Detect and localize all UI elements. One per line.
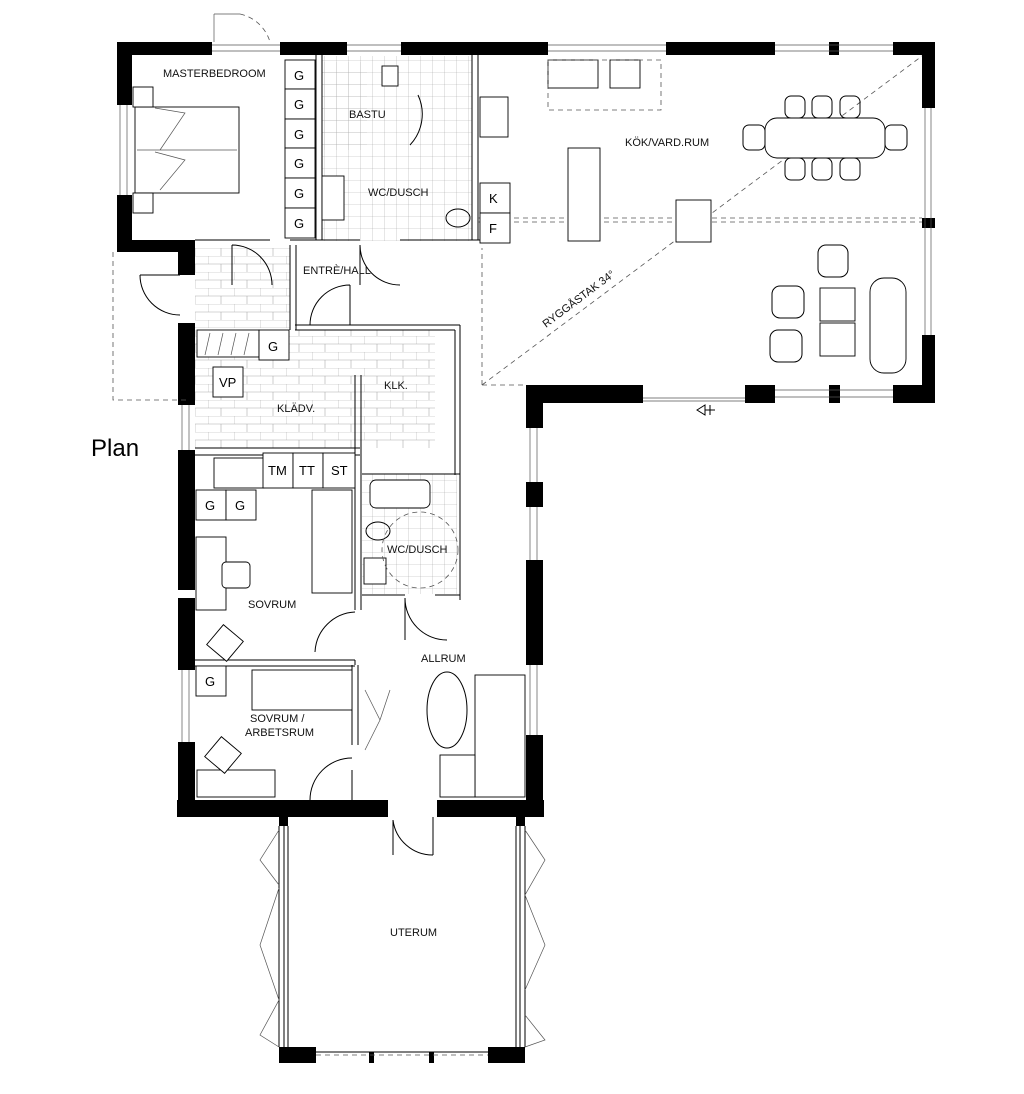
code-g: G: [205, 498, 215, 513]
doors: [139, 94, 448, 856]
exterior-walls: [117, 42, 935, 817]
storage-units: G G G G G G K F G VP TM TT ST G G G: [195, 59, 511, 697]
furniture: [132, 59, 908, 798]
code-tt: TT: [299, 463, 315, 478]
code-f: F: [489, 221, 497, 236]
label-allrum: ALLRUM: [421, 653, 466, 665]
label-kok-vardrum: KÖK/VARD.RUM: [625, 137, 709, 149]
code-g: G: [294, 186, 304, 201]
code-g: G: [294, 127, 304, 142]
hall-bricks: [195, 248, 290, 328]
windows: [119, 13, 932, 742]
uterum-structure: [259, 817, 546, 1063]
label-wc-dusch-1: WC/DUSCH: [368, 187, 429, 199]
wardrobe-g-column: G G G G G G: [284, 59, 316, 239]
sauna-bench: [322, 62, 367, 150]
roof-outline: [112, 55, 923, 401]
plan-title: Plan: [91, 435, 139, 462]
code-g: G: [235, 498, 245, 513]
label-kladv: KLÄDV.: [277, 403, 315, 415]
code-tm: TM: [268, 463, 287, 478]
code-g: G: [294, 156, 304, 171]
code-k: K: [489, 191, 498, 206]
label-entre-hall: ENTRÈ/HALL: [303, 264, 371, 277]
label-sovrum: SOVRUM: [248, 599, 296, 611]
label-roof-pitch: RYGGÅSTAK 34°: [540, 268, 617, 331]
label-sovrum-arbetsrum-line2: ARBETSRUM: [245, 727, 314, 739]
code-vp: VP: [219, 375, 236, 390]
code-st: ST: [331, 463, 348, 478]
label-klk: KLK.: [384, 380, 408, 392]
label-uterum: UTERUM: [390, 927, 437, 939]
code-g: G: [205, 674, 215, 689]
label-wc-dusch-2: WC/DUSCH: [387, 544, 448, 556]
code-g: G: [294, 97, 304, 112]
label-bastu: BASTU: [349, 109, 386, 121]
code-g: G: [268, 339, 278, 354]
code-g: G: [294, 68, 304, 83]
label-masterbedroom: MASTERBEDROOM: [163, 68, 266, 80]
label-sovrum-arbetsrum-line1: SOVRUM /: [250, 713, 305, 725]
code-g: G: [294, 216, 304, 231]
interior-walls: [195, 55, 490, 800]
